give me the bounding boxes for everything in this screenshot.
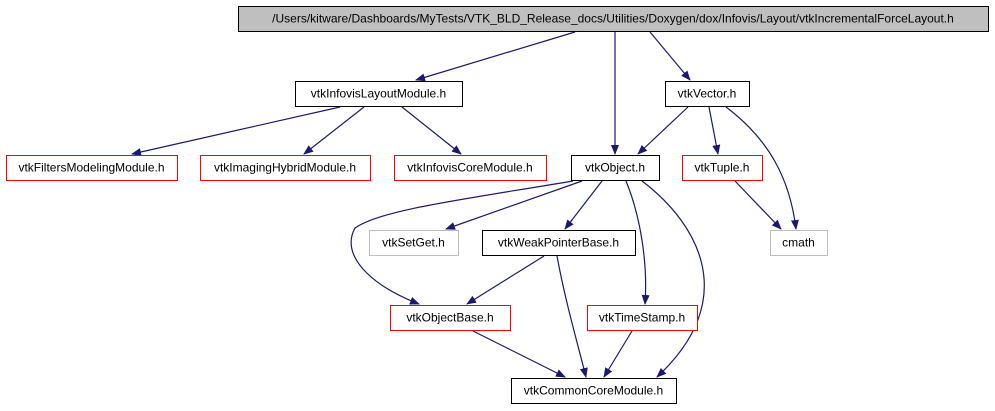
node-label: vtkObject.h (585, 161, 645, 175)
node-box (369, 230, 459, 256)
nodes-layer: /Users/kitware/Dashboards/MyTests/VTK_BL… (6, 6, 989, 404)
edge-tuple-to-cmath (734, 180, 782, 230)
node-vector[interactable]: vtkVector.h (665, 81, 750, 107)
node-label: vtkTuple.h (695, 161, 750, 175)
edge-root-to-layoutmodule (415, 31, 576, 82)
node-label: vtkInfovisLayoutModule.h (311, 87, 446, 101)
edge-object-to-setget (445, 180, 583, 230)
node-label: vtkTimeStamp.h (599, 311, 685, 325)
edge-vector-to-cmath (725, 106, 799, 230)
node-box (394, 155, 547, 181)
node-label: cmath (782, 236, 815, 250)
node-tuple[interactable]: vtkTuple.h (682, 155, 763, 181)
edge-vector-to-object (637, 106, 689, 155)
node-filtersmodeling[interactable]: vtkFiltersModelingModule.h (6, 155, 178, 181)
node-box (571, 155, 660, 181)
node-weakptr[interactable]: vtkWeakPointerBase.h (482, 230, 636, 256)
edge-vector-to-tuple (708, 106, 721, 155)
node-label: vtkCommonCoreModule.h (524, 384, 663, 398)
node-box (390, 305, 511, 331)
node-label: vtkFiltersModelingModule.h (18, 161, 164, 175)
edge-weakptr-to-objectbase (466, 255, 545, 305)
node-label: vtkSetGet.h (382, 236, 445, 250)
edge-object-to-commoncore (641, 180, 705, 378)
node-label: vtkVector.h (678, 87, 737, 101)
node-box (482, 230, 636, 256)
node-objectbase[interactable]: vtkObjectBase.h (390, 305, 511, 331)
node-box (200, 155, 371, 181)
node-cmath[interactable]: cmath (770, 230, 828, 256)
node-box (6, 155, 178, 181)
node-label: vtkObjectBase.h (406, 311, 493, 325)
edge-root-to-vector (649, 31, 691, 81)
node-box (770, 230, 828, 256)
node-commoncore[interactable]: vtkCommonCoreModule.h (511, 378, 677, 404)
edge-object-to-objectbase (350, 180, 574, 305)
edge-layoutmodule-to-infoviscore (401, 106, 462, 155)
edge-objectbase-to-commoncore (472, 330, 566, 378)
node-box (682, 155, 763, 181)
edge-object-to-weakptr (564, 180, 603, 230)
node-box (238, 6, 989, 32)
node-setget[interactable]: vtkSetGet.h (369, 230, 459, 256)
node-infoviscore[interactable]: vtkInfovisCoreModule.h (394, 155, 547, 181)
node-box (665, 81, 750, 107)
node-object[interactable]: vtkObject.h (571, 155, 660, 181)
node-box (295, 81, 463, 107)
node-imaginghybrid[interactable]: vtkImagingHybridModule.h (200, 155, 371, 181)
edges-layer (131, 31, 799, 378)
node-box (511, 378, 677, 404)
edge-object-to-timestamp (625, 180, 650, 305)
node-box (587, 305, 698, 331)
node-label: vtkImagingHybridModule.h (214, 161, 356, 175)
edge-timestamp-to-commoncore (603, 330, 633, 378)
node-label: vtkWeakPointerBase.h (498, 236, 619, 250)
node-label: vtkInfovisCoreModule.h (407, 161, 532, 175)
node-timestamp[interactable]: vtkTimeStamp.h (587, 305, 698, 331)
edge-layoutmodule-to-filtersmodeling (131, 106, 341, 156)
node-label: /Users/kitware/Dashboards/MyTests/VTK_BL… (272, 12, 954, 26)
node-root[interactable]: /Users/kitware/Dashboards/MyTests/VTK_BL… (238, 6, 989, 32)
node-layoutmodule[interactable]: vtkInfovisLayoutModule.h (295, 81, 463, 107)
edge-weakptr-to-commoncore (556, 255, 588, 378)
edge-layoutmodule-to-imaginghybrid (303, 106, 365, 155)
